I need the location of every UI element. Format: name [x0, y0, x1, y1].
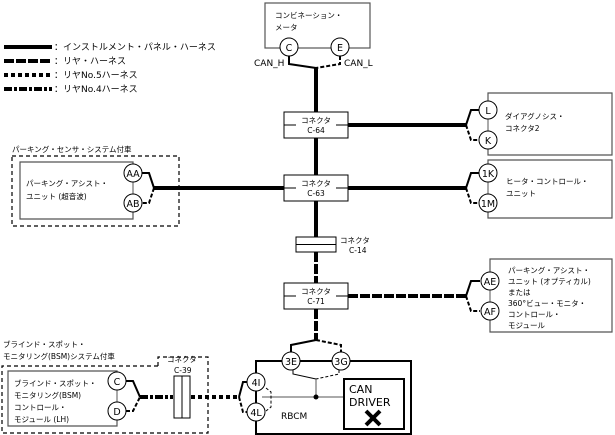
diagnosis-name-line1: ダイアグノシス・: [505, 111, 564, 121]
bsm-name-line4: モジュール (LH): [14, 415, 69, 424]
diagnosis-connector: L K ダイアグノシス・ コネクタ2: [478, 92, 613, 156]
x-mark-icon: [364, 409, 382, 427]
pin-rbcm-4i: 4I: [252, 378, 261, 389]
connector-c39-id: C-39: [174, 366, 192, 375]
bsm-name-line3: コントロール・: [14, 403, 67, 412]
bsm-group-label-line2: モニタリング(BSM)システム付車: [3, 351, 115, 361]
connector-c14: コネクタ C-14: [295, 236, 370, 255]
wire-optical-af: [465, 295, 480, 312]
connector-c63: コネクタ C-63: [283, 174, 349, 202]
can-driver: CAN DRIVER: [343, 378, 405, 430]
bsm-name-line2: モニタリング(BSM): [14, 390, 81, 400]
pin-rbcm-4l: 4L: [250, 408, 262, 419]
parking-sensor-group-label: パーキング・センサ・システム付車: [12, 144, 132, 154]
wire-can-h-meter: [288, 56, 317, 69]
wire-diag-k: [465, 124, 480, 141]
legend-solid-label: ：インストルメント・パネル・ハーネス: [54, 42, 216, 53]
connector-c14-id: C-14: [349, 246, 367, 255]
heater-control-unit: 1K 1M ヒータ・コントロール・ ユニット: [478, 159, 613, 219]
optical-name-line1: パーキング・アシスト・: [508, 265, 590, 275]
connector-c64-id: C-64: [307, 126, 325, 135]
combination-meter: コンビネーション・ メータ C E CAN_H CAN_L: [254, 2, 373, 69]
parking-optical-unit: AE AF パーキング・アシスト・ ユニット (オプティカル) または 360°…: [480, 258, 613, 333]
pin-parking-aa: AA: [126, 169, 140, 180]
pin-diag-l: L: [485, 106, 491, 117]
wire-rbcm-3g: [315, 339, 342, 352]
combination-meter-name-line1: コンビネーション・: [275, 11, 342, 20]
legend-dash-label: ：リヤ・ハーネス: [54, 56, 126, 67]
pin-optical-ae: AE: [484, 277, 497, 288]
can-driver-line1: CAN: [349, 383, 372, 396]
heater-name-line1: ヒータ・コントロール・: [506, 177, 589, 186]
pin-diag-k: K: [485, 136, 492, 147]
wire-rbcm-3e: [290, 339, 317, 352]
legend-dot-label: ：リヤNo.5ハーネス: [54, 70, 138, 81]
optical-name-line4: 360°ビュー・モニタ・: [508, 299, 586, 308]
parking-sensor-name-line1: パーキング・アシスト・: [26, 178, 108, 188]
connector-c39-label: コネクタ: [167, 355, 197, 364]
wire-bsm-d: [126, 396, 141, 412]
connector-c64-label: コネクタ: [301, 116, 331, 125]
connector-c63-label: コネクタ: [301, 179, 331, 188]
diagnosis-name-line2: コネクタ2: [505, 124, 540, 133]
wire-bsm-c: [126, 380, 141, 398]
optical-name-line6: モジュール: [508, 321, 545, 330]
wire-rbcm-4i: [238, 381, 247, 398]
connector-c39: コネクタ C-39: [167, 355, 197, 419]
combination-meter-name-line2: メータ: [275, 23, 298, 32]
wire-heater-1k: [465, 172, 480, 189]
wire-parking-ab: [142, 187, 155, 204]
optical-name-line3: または: [508, 288, 531, 297]
wire-optical-ae: [465, 280, 480, 297]
pin-can-h: C: [286, 43, 293, 54]
bsm-name-line1: ブラインド・スポット・: [14, 378, 97, 388]
parking-sensor-group: パーキング・センサ・システム付車 AA AB パーキング・アシスト・ ユニット …: [11, 144, 180, 227]
wire-rbcm-4l: [238, 396, 247, 413]
wire-heater-1m: [465, 187, 480, 204]
can-driver-line2: DRIVER: [349, 396, 391, 409]
optical-name-line5: コントロール・: [508, 310, 561, 319]
bsm-group: ブラインド・スポット・ モニタリング(BSM)システム付車 C D ブラインド・…: [1, 339, 209, 434]
connector-c71-id: C-71: [307, 297, 325, 306]
connector-c63-id: C-63: [307, 189, 325, 198]
connector-c14-label: コネクタ: [340, 236, 370, 245]
connector-c71: コネクタ C-71: [283, 282, 349, 310]
heater-name-line2: ユニット: [506, 189, 536, 198]
optical-name-line2: ユニット (オプティカル): [508, 277, 591, 286]
wire-parking-aa: [142, 172, 155, 189]
connector-c71-label: コネクタ: [301, 287, 331, 296]
pin-bsm-c: C: [114, 377, 121, 388]
wire-diag-l: [465, 109, 480, 126]
pin-parking-ab: AB: [126, 199, 139, 210]
pin-optical-af: AF: [484, 307, 496, 318]
can-l-label: CAN_L: [344, 59, 373, 69]
wire-can-l-meter: [315, 56, 341, 69]
pin-rbcm-3g: 3G: [334, 357, 347, 368]
legend-dashdot-label: ：リヤNo.4ハーネス: [54, 84, 138, 95]
connector-c64: コネクタ C-64: [283, 111, 349, 139]
legend: ：インストルメント・パネル・ハーネス ：リヤ・ハーネス ：リヤNo.5ハーネス …: [4, 42, 216, 95]
rbcm: 3E 3G 4I 4L RBCM CAN DRIVER: [246, 351, 412, 435]
pin-bsm-d: D: [113, 407, 120, 418]
pin-heater-1m: 1M: [481, 199, 495, 210]
parking-sensor-name-line2: ユニット (超音波): [26, 191, 87, 201]
pin-can-l: E: [337, 43, 343, 54]
pin-heater-1k: 1K: [482, 169, 495, 180]
can-h-label: CAN_H: [254, 59, 284, 69]
bsm-group-label-line1: ブラインド・スポット・: [3, 339, 86, 349]
pin-rbcm-3e: 3E: [285, 357, 297, 368]
rbcm-name: RBCM: [281, 412, 307, 422]
